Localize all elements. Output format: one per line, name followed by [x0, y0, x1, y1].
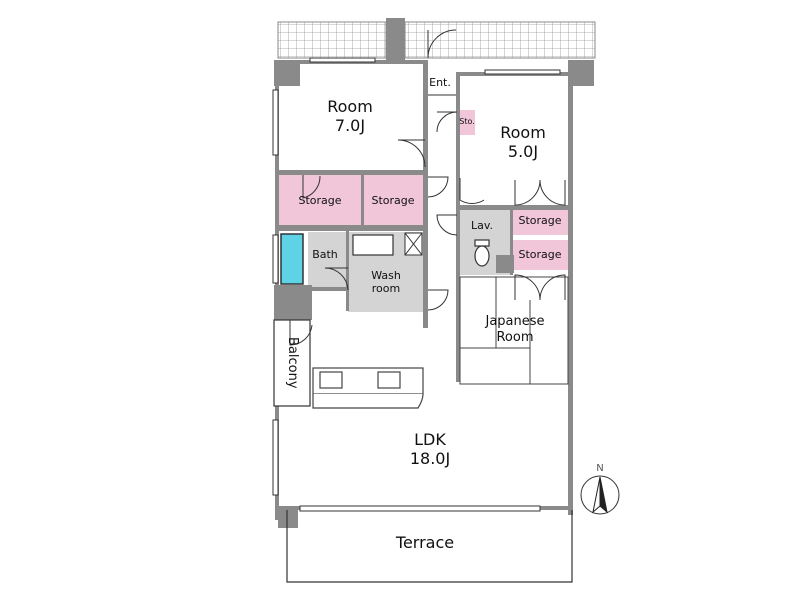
room-east-name: Room [500, 123, 546, 142]
storage-3-label: Storage [518, 214, 562, 227]
door-swings [289, 29, 566, 346]
storage-2-label: Storage [371, 194, 415, 207]
wash-room-line2: room [371, 282, 401, 296]
balcony-label: Balcony [284, 337, 300, 389]
north-balcony-left [277, 21, 387, 59]
windows [272, 57, 561, 512]
toilet [474, 239, 490, 267]
room-east-label: Room 5.0J [473, 123, 573, 161]
wash-basin [352, 234, 394, 256]
storage-2-fill [363, 175, 423, 225]
wash-room-line1: Wash [371, 269, 401, 282]
kitchen-counter [312, 367, 424, 409]
terrace-outline [286, 510, 573, 583]
balcony-area [273, 319, 311, 407]
entrance-label: Ent. [429, 76, 451, 89]
storage-small-fill [459, 110, 475, 135]
ldk-size: 18.0J [409, 449, 451, 469]
japanese-room-label: Japanese Room [462, 314, 568, 345]
storage-small-label: Sto. [459, 117, 475, 126]
washer-space [404, 232, 423, 256]
ldk-name: LDK [414, 430, 446, 449]
japanese-room-line2: Room [496, 329, 534, 345]
lavatory-label: Lav. [470, 219, 494, 232]
wash-room-label: Wash room [350, 269, 422, 295]
japanese-room-line1: Japanese [485, 314, 545, 329]
bath-fill [308, 232, 346, 287]
terrace-label: Terrace [395, 533, 455, 552]
north-balcony-right [404, 21, 596, 59]
bathtub [280, 233, 304, 285]
storage-1-label: Storage [298, 194, 342, 207]
bath-label: Bath [312, 248, 338, 261]
compass-label: N [596, 463, 604, 474]
storage-3-fill [512, 210, 568, 235]
room-west-label: Room 7.0J [300, 97, 400, 135]
north-column [386, 18, 405, 64]
room-west-name: Room [327, 97, 373, 116]
tatami-lines [459, 276, 569, 385]
north-arrow-icon [580, 475, 620, 515]
ldk-label: LDK 18.0J [380, 430, 480, 468]
room-west-size: 7.0J [334, 116, 366, 136]
storage-4-fill [512, 240, 568, 270]
room-east-size: 5.0J [507, 142, 539, 162]
storage-4-label: Storage [518, 248, 562, 261]
